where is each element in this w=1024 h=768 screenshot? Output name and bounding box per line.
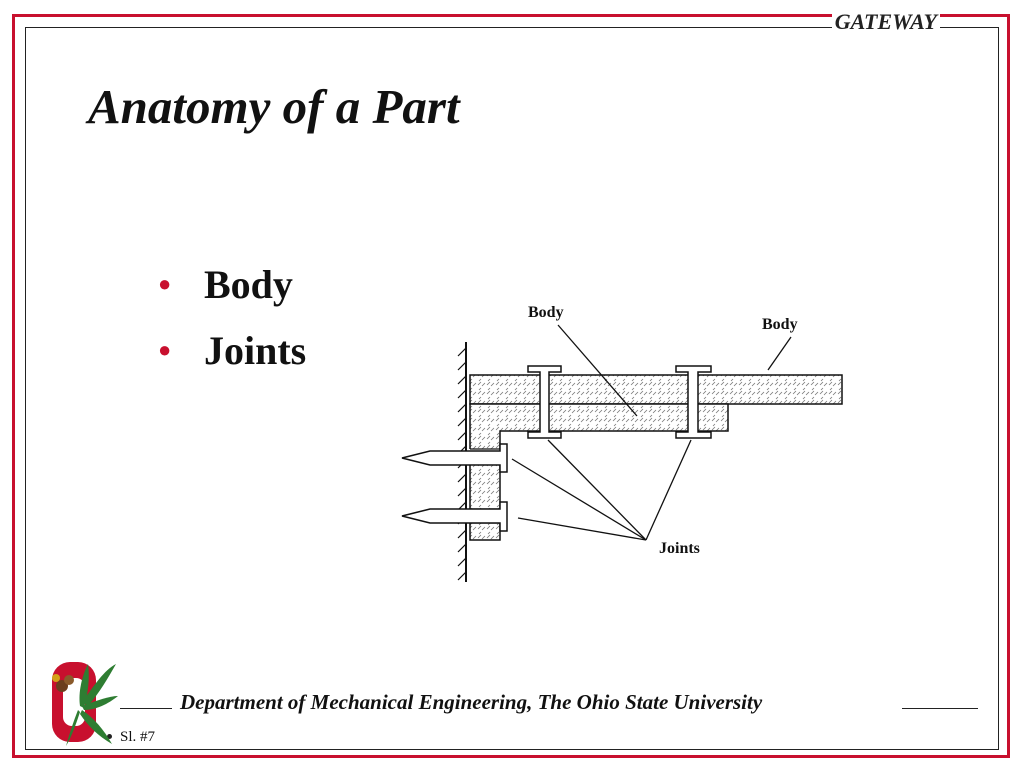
upper-body [469,374,843,405]
bullet-dot-icon: ● [158,337,172,362]
label-joints: Joints [659,540,700,557]
slide-title: Anatomy of a Part [88,79,460,134]
leader-lines [511,324,792,541]
bullet-list: ● Body ● Joints [150,251,306,383]
gateway-brand: GATEWAY [831,9,940,35]
osu-buckeye-logo-icon [52,662,118,746]
bullet-label: Body [204,261,293,307]
joint-bolt-left [527,365,562,439]
slide-inner-frame [25,27,999,750]
bullet-item-body: ● Body [150,251,306,317]
bullet-dot-icon: ● [158,271,172,296]
bullet-label: Joints [204,327,307,373]
label-body-right: Body [762,316,798,333]
label-body-left: Body [528,304,564,321]
footer-rule-right [902,708,978,709]
joint-bolt-right [675,365,712,439]
lower-body [469,403,729,541]
joint-nail-upper [401,443,508,473]
slide-number: Sl. #7 [120,729,156,745]
joint-nail-lower [401,501,508,532]
slide-outer-frame [12,14,1010,758]
slide-bullet-icon [107,734,112,739]
footer-rule-left [120,708,172,709]
footer-department: Department of Mechanical Engineering, Th… [180,690,763,714]
bullet-item-joints: ● Joints [150,317,306,383]
